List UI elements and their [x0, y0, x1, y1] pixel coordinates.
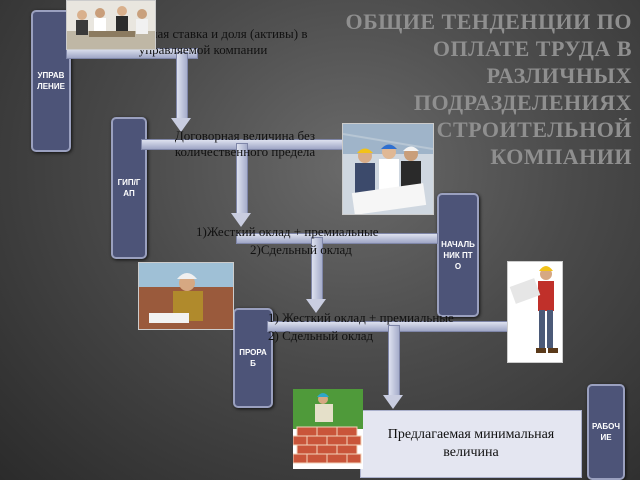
text-foreman-2: 2) Сдельный оклад — [268, 328, 374, 343]
bar-pto — [236, 233, 438, 244]
role-foreman: ПРОРАБ — [233, 308, 273, 408]
photo-bricklayer — [293, 389, 363, 469]
arrow-1 — [171, 118, 191, 132]
photo-worker-plans — [507, 261, 563, 363]
connector-1 — [176, 52, 188, 120]
role-management: УПРАВЛЕНИЕ — [31, 10, 71, 152]
photo-foreman — [138, 262, 234, 330]
arrow-4 — [383, 395, 403, 409]
slide-title: ОБЩИЕ ТЕНДЕНЦИИ ПО ОПЛАТЕ ТРУДА В РАЗЛИЧ… — [345, 9, 632, 169]
arrow-3 — [306, 299, 326, 313]
role-pto: НАЧАЛЬНИК ПТО — [437, 193, 479, 317]
text-workers: Предлагаемая минимальная величина — [360, 410, 582, 478]
arrow-2 — [231, 213, 251, 227]
text-gip: Договорная величина без количественного … — [174, 128, 316, 159]
text-pto-2: 2)Сдельный оклад — [250, 242, 352, 257]
photo-engineers — [342, 123, 434, 215]
text-pto-1: 1)Жесткий оклад + премиальные — [196, 224, 379, 239]
photo-office-meeting — [66, 0, 156, 50]
text-foreman-1: 1) Жесткий оклад + премиальные — [268, 310, 454, 325]
text-workers-label: Предлагаемая минимальная величина — [387, 427, 555, 460]
role-workers: РАБОЧИЕ — [587, 384, 625, 480]
